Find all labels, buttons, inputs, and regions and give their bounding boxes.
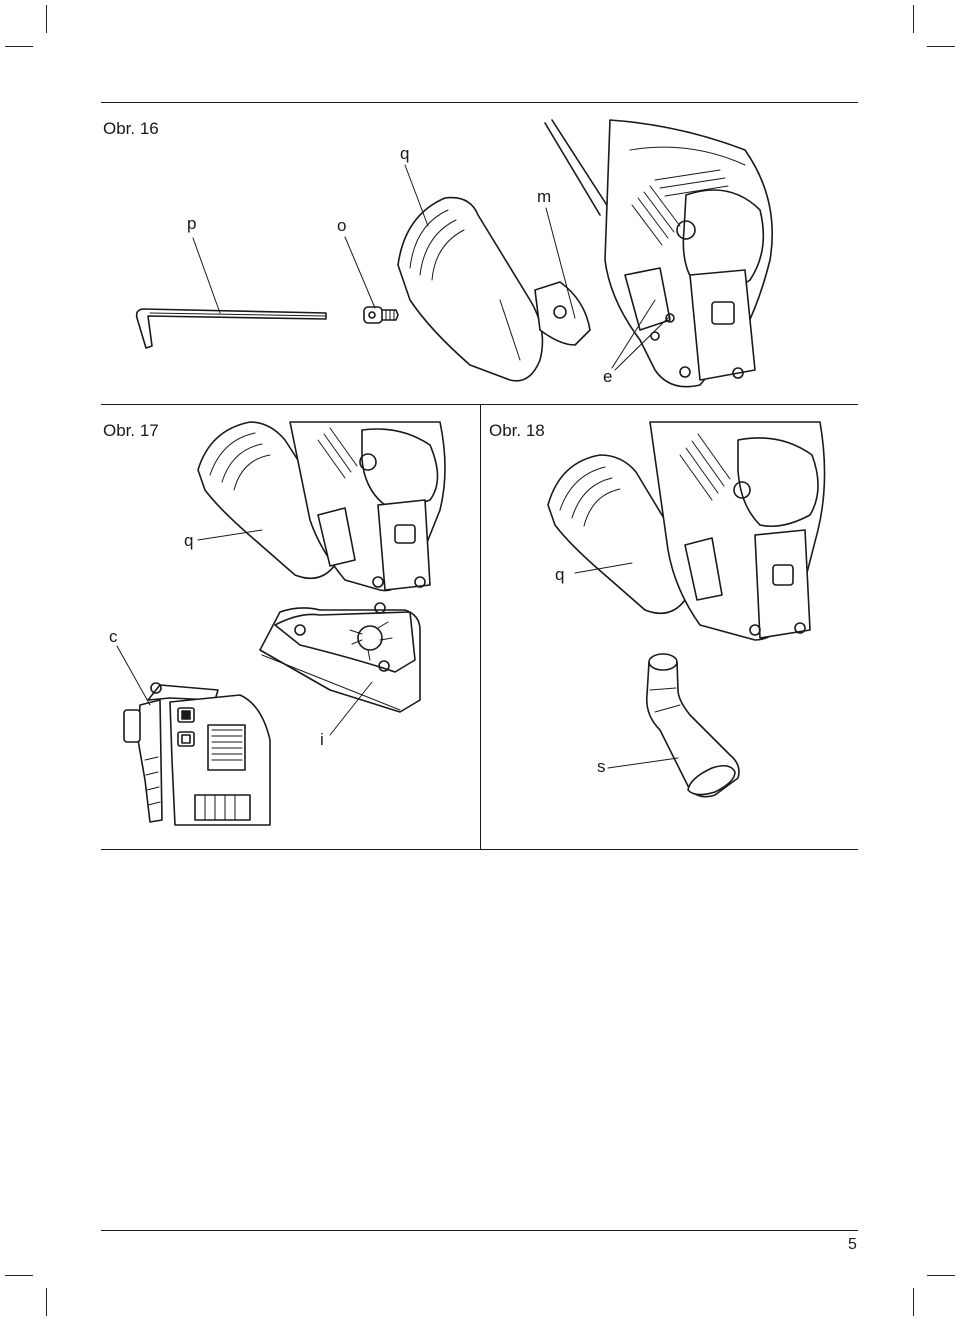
sanding-pad-i — [259, 602, 421, 713]
crop-mark-tr-v — [913, 5, 914, 33]
callout-m: m — [537, 187, 552, 206]
crop-mark-tl-v — [46, 5, 47, 33]
callout-c: c — [109, 627, 118, 646]
leaders-fig18 — [574, 562, 679, 769]
callout-o: o — [337, 216, 347, 235]
crop-mark-tr-h — [927, 46, 955, 47]
callout-p: p — [187, 214, 197, 233]
bottom-rule — [101, 849, 858, 850]
callout-s: s — [597, 757, 606, 776]
callout-q-fig16: q — [400, 144, 410, 163]
crop-mark-br-h — [927, 1275, 955, 1276]
leaders-fig16 — [192, 164, 671, 371]
tool-body-fig18 — [649, 421, 826, 641]
figure-title-16: Obr. 16 — [103, 119, 159, 138]
crop-mark-tl-h — [5, 46, 33, 47]
tool-body-fig16 — [544, 119, 773, 388]
dust-adapter-q — [397, 196, 591, 382]
leaders-fig17 — [116, 529, 373, 736]
dust-adapter-s — [645, 653, 740, 798]
figure-title-18: Obr. 18 — [489, 421, 545, 440]
crop-mark-br-v — [913, 1288, 914, 1316]
center-divider — [480, 405, 481, 850]
page-number: 5 — [848, 1236, 857, 1253]
callout-e: e — [603, 367, 613, 386]
screw-o — [363, 306, 399, 324]
crop-mark-bl-h — [5, 1275, 33, 1276]
footer-rule — [101, 1230, 858, 1231]
callout-i: i — [320, 730, 324, 749]
mid-rule — [101, 404, 858, 405]
callout-q-fig18: q — [555, 565, 565, 584]
hex-key-p — [135, 308, 327, 349]
crop-mark-bl-v — [46, 1288, 47, 1316]
multitool-head-c — [123, 682, 271, 826]
tool-body-fig17 — [289, 421, 446, 592]
figure-title-17: Obr. 17 — [103, 421, 159, 440]
callout-q-fig17: q — [184, 531, 194, 550]
top-rule — [101, 102, 858, 103]
